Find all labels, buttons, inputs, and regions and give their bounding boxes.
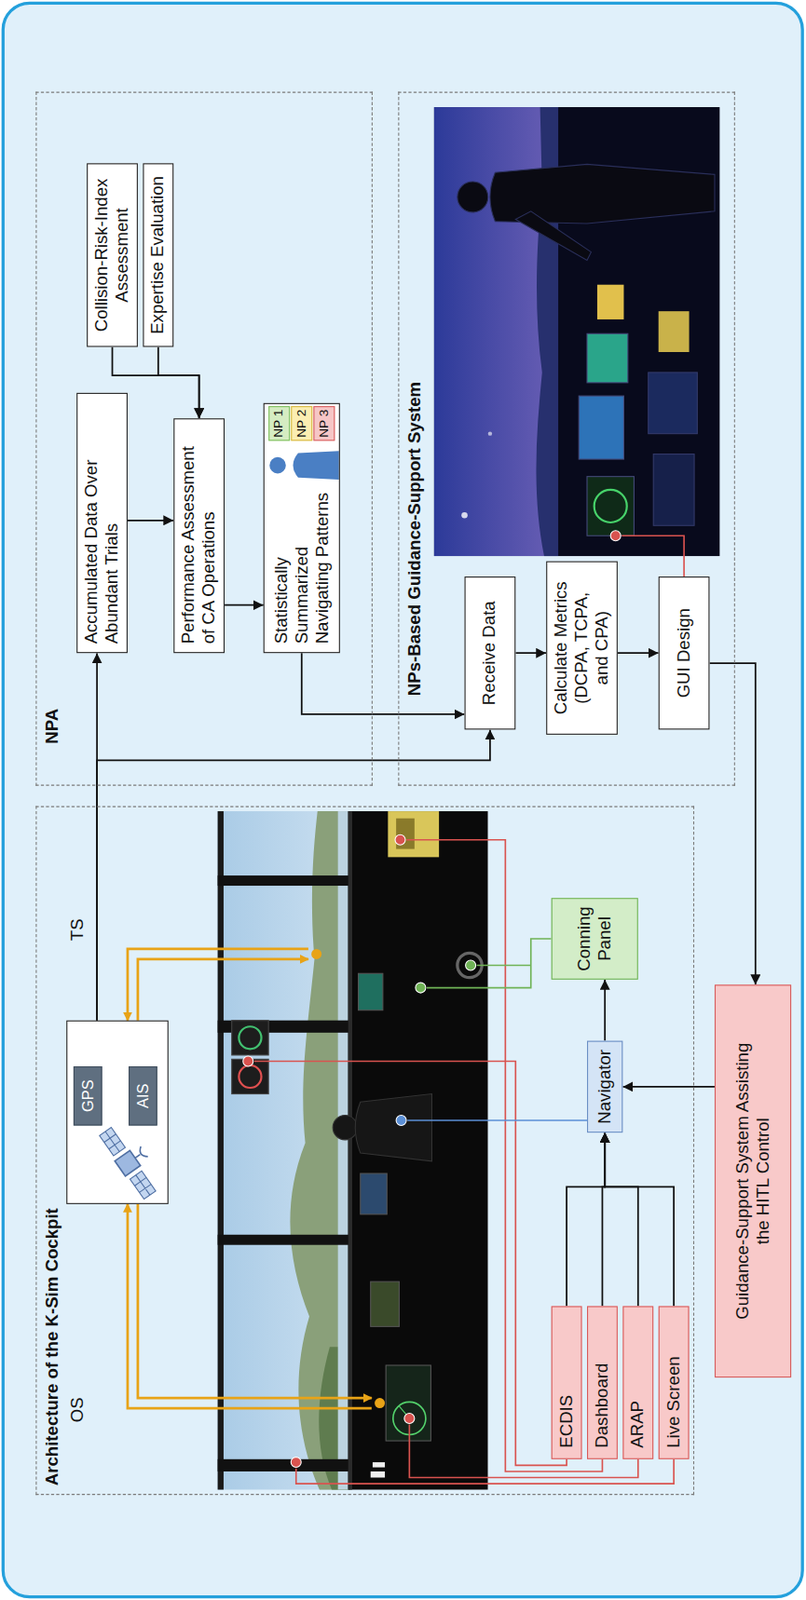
ecdis-box: ECDIS bbox=[551, 1306, 583, 1460]
chip-label: GPS bbox=[73, 1066, 103, 1127]
np-tag: NP 2 bbox=[290, 406, 313, 441]
flow-arrow bbox=[709, 663, 755, 985]
box-label: Receive Data bbox=[479, 601, 501, 706]
satellite-box-fill bbox=[66, 1021, 169, 1205]
metrics-box: Calculate Metrics (DCPA, TCPA, and CPA) bbox=[546, 561, 618, 736]
cockpit-photo bbox=[217, 811, 488, 1491]
data-box: Accumulated Data Over Abundant Trials bbox=[76, 393, 128, 654]
box-label: Conning Panel bbox=[573, 906, 615, 971]
box-label: Accumulated Data Over Abundant Trials bbox=[81, 402, 123, 645]
flow-arrow bbox=[566, 1133, 605, 1307]
box-label: Expertise Evaluation bbox=[148, 176, 169, 335]
chip-label: AIS bbox=[128, 1066, 158, 1127]
box-label: NP 1 bbox=[271, 409, 287, 438]
box-label: Guidance-Support System Assisting the HI… bbox=[732, 1032, 774, 1331]
flow-arrow bbox=[604, 1133, 674, 1307]
flow-arrow bbox=[158, 347, 200, 420]
box-label: NP 3 bbox=[316, 409, 332, 438]
hitl-guidance-box: Guidance-Support System Assisting the HI… bbox=[714, 984, 792, 1379]
flow-arrow bbox=[127, 519, 174, 522]
flow-arrow bbox=[604, 1133, 639, 1307]
conning-leaders bbox=[426, 939, 552, 989]
signal-links bbox=[127, 949, 372, 1409]
receive-data-box: Receive Data bbox=[464, 576, 517, 730]
box-label: Collision-Risk-Index Assessment bbox=[92, 172, 134, 338]
panel-title: NPs-Based Guidance-Support System bbox=[405, 382, 426, 697]
box-label: Performance Assessment of CA Operations bbox=[178, 439, 220, 644]
leader-lines bbox=[254, 535, 684, 1485]
performance-box: Performance Assessment of CA Operations bbox=[173, 418, 225, 654]
cockpit-architecture-panel: Architecture of the K-Sim Cockpit GPS AIS C… bbox=[35, 806, 695, 1497]
box-label: ECDIS bbox=[556, 1395, 577, 1449]
box-label: Calculate Metrics (DCPA, TCPA, and CPA) bbox=[551, 575, 614, 722]
np-tag: NP 1 bbox=[268, 406, 290, 441]
flow-arrow bbox=[617, 652, 659, 655]
collision-risk-box: Collision-Risk-Index Assessment bbox=[86, 163, 138, 347]
panel-title: NPA bbox=[42, 709, 64, 745]
leader-dots bbox=[243, 531, 621, 1469]
arap-box: ARAP bbox=[622, 1306, 654, 1460]
flow-arrow bbox=[96, 729, 491, 1021]
dashboard-box: Dashboard bbox=[587, 1306, 618, 1460]
npa-panel: NPA Accumulated Data Over Abundant Trials… bbox=[35, 92, 373, 787]
os-dot bbox=[374, 1398, 385, 1409]
box-label: GUI Design bbox=[673, 608, 695, 698]
expertise-box: Expertise Evaluation bbox=[142, 163, 174, 347]
guidance-photo bbox=[434, 107, 721, 557]
live-screen-box: Live Screen bbox=[658, 1306, 690, 1460]
flow-arrow bbox=[515, 652, 547, 655]
conning-panel-box: Conning Panel bbox=[551, 898, 639, 981]
flow-arrow bbox=[622, 1086, 715, 1089]
guidance-panel: NPs-Based Guidance-Support SystemReceive… bbox=[397, 92, 736, 787]
flow-arrow bbox=[224, 604, 264, 607]
box-label: Statistically Summarized Navigating Patt… bbox=[271, 482, 333, 644]
panel-title: Architecture of the K-Sim Cockpit bbox=[42, 1208, 64, 1487]
box-label: ARAP bbox=[628, 1401, 649, 1449]
box-label: Dashboard bbox=[591, 1364, 613, 1449]
flow-arrow bbox=[301, 653, 465, 715]
flow-arrow bbox=[603, 980, 606, 1042]
box-label: Live Screen bbox=[663, 1356, 684, 1449]
callout-label: OS bbox=[67, 1397, 88, 1423]
box-label: Navigator bbox=[594, 1050, 615, 1125]
satellite-icon bbox=[97, 1120, 167, 1201]
patterns-box-fill bbox=[263, 403, 341, 654]
conning-dot bbox=[415, 983, 426, 994]
navigator-box: Navigator bbox=[587, 1041, 623, 1134]
np-tag: NP 3 bbox=[313, 406, 335, 441]
gui-design-box: GUI Design bbox=[658, 576, 711, 730]
navigator-dot bbox=[396, 1116, 407, 1127]
callout-label: TS bbox=[67, 918, 88, 942]
satellite-receiver-box: GPS AIS bbox=[66, 1021, 169, 1205]
box-label: NP 2 bbox=[294, 409, 310, 438]
navigator-leader bbox=[407, 1120, 588, 1122]
patterns-box: Statistically Summarized Navigating Patt… bbox=[263, 403, 341, 654]
conning-dot bbox=[465, 960, 477, 971]
person-silhouette bbox=[269, 450, 340, 480]
ts-dot bbox=[311, 949, 322, 960]
